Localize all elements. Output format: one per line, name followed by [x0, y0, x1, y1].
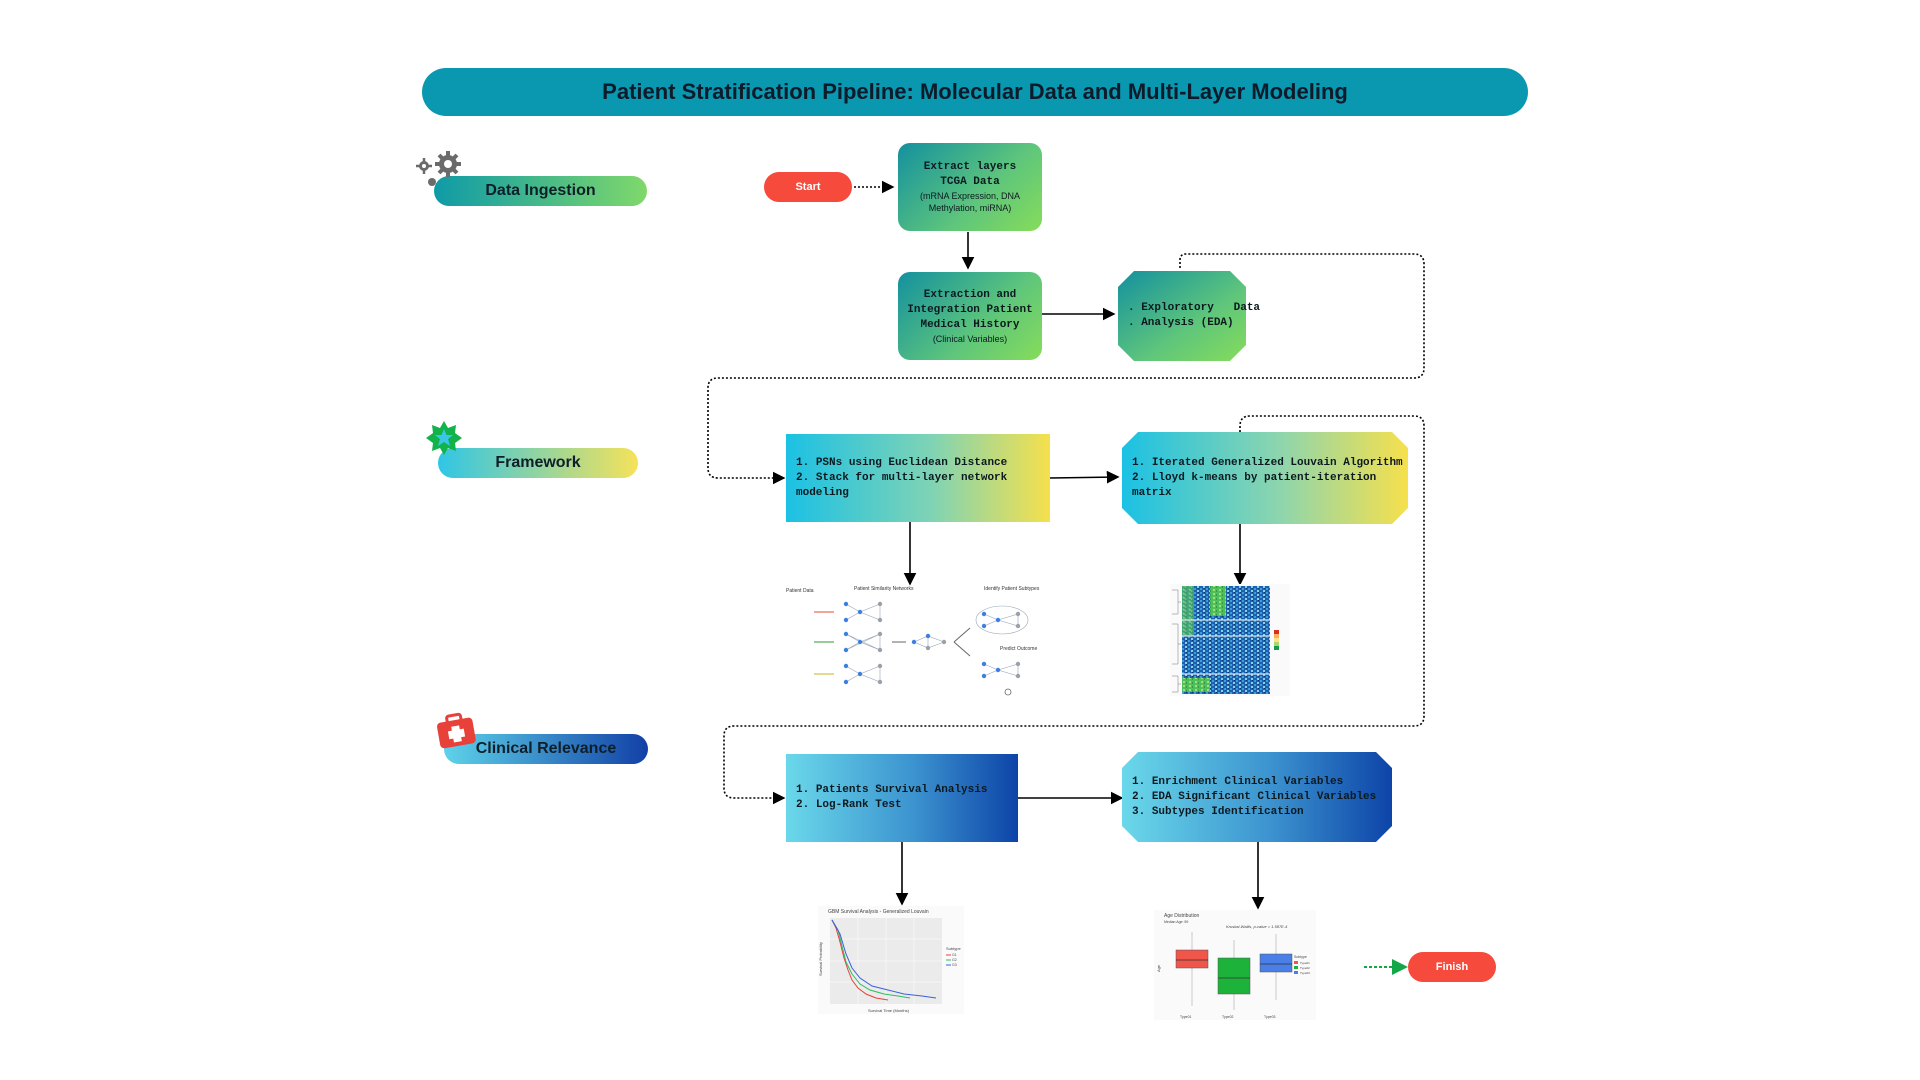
enrichment-node: Enrichment Clinical Variables EDA Signif…: [1122, 752, 1392, 842]
boxplot-title: Age Distribution: [1164, 913, 1200, 919]
network-col1-label: Patient Data: [786, 588, 814, 594]
svg-text:G2: G2: [952, 958, 957, 962]
survival-plot-ylabel: Survival Probability: [818, 942, 823, 976]
survival-plot-title: GBM Survival Analysis - Generalized Louv…: [828, 909, 929, 915]
integration-history-node: Extraction and Integration Patient Medic…: [898, 272, 1042, 360]
network-col4-label: Predict Outcome: [1000, 646, 1037, 652]
extract-tcga-node: Extract layers TCGA Data (mRNA Expressio…: [898, 143, 1042, 231]
louvain-node: Iterated Generalized Louvain Algorithm L…: [1122, 432, 1408, 524]
phase-framework: Framework: [438, 448, 638, 478]
network-col2-label: Patient Similarity Networks: [854, 586, 914, 592]
survival-plot-figure: GBM Survival Analysis - Generalized Louv…: [818, 906, 964, 1014]
svg-text:Type03: Type03: [1300, 971, 1310, 975]
boxplot-legend-title: Subtype: [1294, 955, 1307, 959]
finish-node: Finish: [1408, 952, 1496, 982]
svg-text:G1: G1: [952, 953, 957, 957]
start-node: Start: [764, 172, 852, 202]
svg-text:Type02: Type02: [1300, 966, 1310, 970]
badge-icon: [426, 420, 462, 456]
survival-plot-xlabel: Survival Time (Months): [868, 1008, 910, 1013]
svg-text:G3: G3: [952, 963, 957, 967]
boxplot-stat: Kruskal-Wallis, p-value = 1.587E-4: [1226, 924, 1288, 929]
network-col3-label: Identify Patient Subtypes: [984, 586, 1040, 592]
svg-text:Type01: Type01: [1300, 961, 1310, 965]
age-boxplot-figure: Age Distribution Median Age: 59 Kruskal-…: [1154, 910, 1316, 1020]
medical-kit-icon: [434, 712, 478, 750]
phase-clinical-relevance: Clinical Relevance: [444, 734, 648, 764]
heatmap-figure: [1170, 584, 1290, 696]
psn-node: PSNs using Euclidean Distance Stack for …: [786, 434, 1050, 522]
svg-text:Type03: Type03: [1264, 1015, 1276, 1019]
network-figure: Patient Data Patient Similarity Networks…: [784, 584, 1044, 702]
gears-icon: [414, 148, 464, 188]
phase-data-ingestion: Data Ingestion: [434, 176, 647, 206]
survival-legend-title: Subtype: [946, 946, 961, 951]
survival-node: Patients Survival Analysis Log-Rank Test: [786, 754, 1018, 842]
svg-text:Type01: Type01: [1180, 1015, 1192, 1019]
svg-text:Type02: Type02: [1222, 1015, 1234, 1019]
eda-node: Exploratory Data Analysis (EDA): [1118, 271, 1260, 361]
boxplot-ylabel: Age: [1156, 964, 1161, 972]
page-title: Patient Stratification Pipeline: Molecul…: [422, 68, 1528, 116]
boxplot-subtitle: Median Age: 59: [1164, 920, 1188, 924]
